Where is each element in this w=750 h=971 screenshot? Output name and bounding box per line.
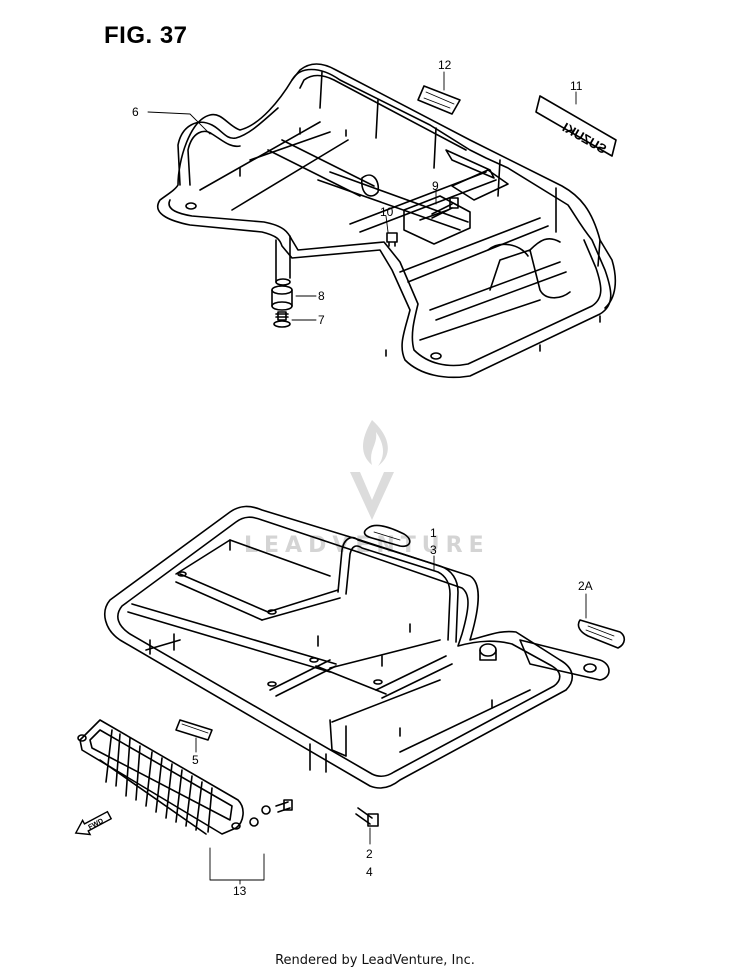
side-bracket-2a [363, 524, 626, 681]
callout-2: 2 [366, 847, 373, 861]
screw-part-9 [431, 197, 459, 219]
callout-7: 7 [318, 313, 325, 327]
upper-carrier [157, 63, 617, 379]
callout-1: 1 [430, 526, 437, 540]
collar-part-8 [271, 285, 293, 311]
callout-11: 11 [570, 79, 583, 93]
callout-4: 4 [366, 865, 373, 879]
callout-13: 13 [233, 884, 247, 898]
bolt-part-2 [355, 807, 379, 827]
fwd-label: FWD [87, 818, 104, 832]
reflector-part-5 [175, 719, 213, 741]
nut-part-10 [386, 232, 398, 247]
bolt-part-7 [273, 311, 291, 328]
callout-9: 9 [432, 179, 439, 193]
reflector-part-12 [417, 85, 461, 115]
callout-10: 10 [380, 205, 394, 219]
callout-8: 8 [318, 289, 325, 303]
lower-carrier [104, 505, 573, 789]
callout-12: 12 [438, 58, 452, 72]
callout-2a: 2A [578, 579, 593, 593]
callout-6: 6 [132, 105, 139, 119]
footer-credit: Rendered by LeadVenture, Inc. [275, 953, 475, 968]
guard-part-13 [77, 719, 293, 835]
figure-title: FIG. 37 [104, 22, 188, 49]
decal-part-11 [535, 95, 617, 157]
callout-3: 3 [430, 543, 437, 557]
decal-text: SUZUKI [560, 120, 609, 157]
callout-5: 5 [192, 753, 199, 767]
